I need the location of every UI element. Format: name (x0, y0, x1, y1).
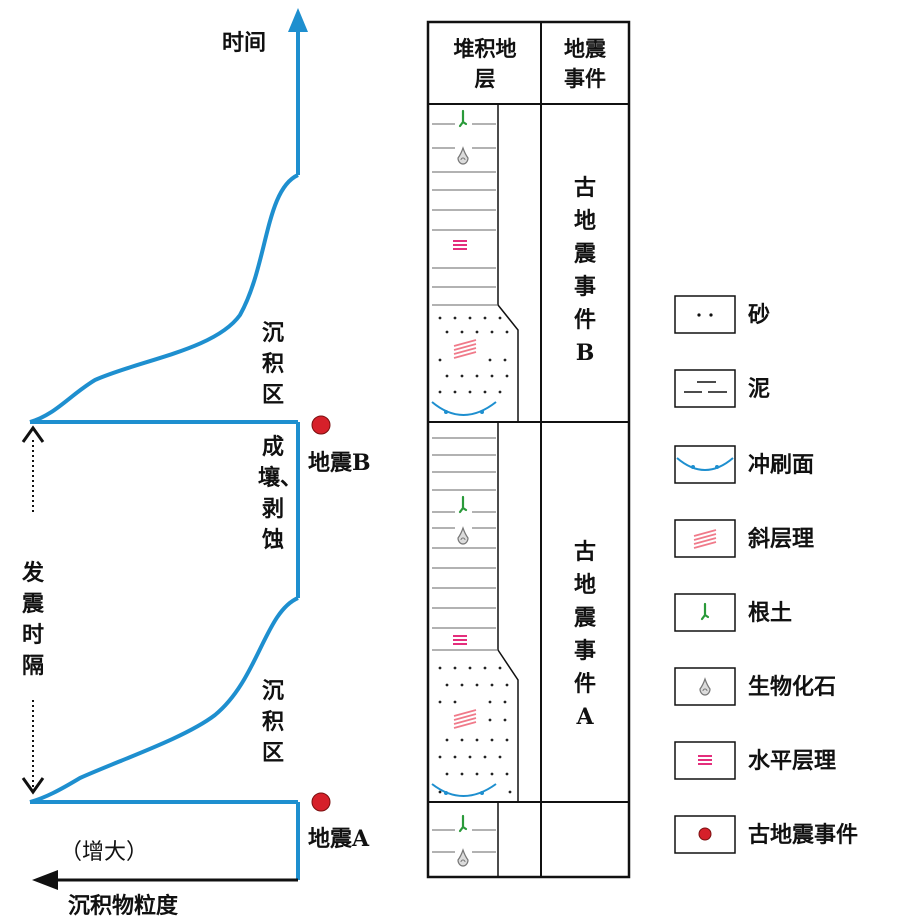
horizontal-bedding-symbol (452, 240, 468, 250)
legend-boxes (674, 295, 736, 854)
root-symbol (458, 814, 468, 833)
root-symbol (458, 495, 468, 514)
root-symbol (458, 109, 468, 128)
legend-label-paleo-earthquake: 古地震事件 (748, 822, 859, 848)
events-header: 地震事件 (564, 36, 606, 91)
strat-column (426, 20, 631, 879)
scour-surface-symbol (431, 401, 497, 416)
grain-size-arrow-head (32, 870, 58, 890)
unit-a-strata (431, 422, 519, 802)
earthquake-b-label: 地震B (308, 450, 371, 476)
event-a-label: 古地震事件A (573, 539, 596, 730)
deposition-zone-upper-label: 沉积区 (261, 320, 284, 408)
fossil-symbol (457, 849, 469, 867)
deposition-curve-upper (29, 173, 299, 424)
cross-bedding-symbol (453, 339, 477, 359)
legend-label-scour: 冲刷面 (748, 452, 815, 478)
time-label: 时间 (222, 30, 267, 56)
cross-bedding-symbol (453, 709, 477, 729)
earthquake-a-marker (311, 792, 331, 812)
mud-icon (684, 381, 727, 393)
grain-size-label: 沉积物粒度 (68, 893, 179, 919)
legend-label-fossil: 生物化石 (748, 674, 837, 700)
time-arrow-head (288, 8, 308, 32)
legend-label-mud: 泥 (748, 376, 771, 402)
sand-icon (697, 313, 713, 317)
horizontal-bedding-symbol (452, 635, 468, 645)
legend-label-root-soil: 根土 (748, 600, 793, 626)
time-axis (288, 8, 308, 175)
legend-label-sand: 砂 (748, 302, 771, 328)
fossil-symbol (457, 147, 469, 165)
deposition-curve-lower (29, 596, 299, 804)
strata-header: 堆积地层 (453, 36, 517, 91)
paleo-earthquake-icon (698, 827, 712, 841)
erosion-label: 成壤、剥蚀 (258, 434, 303, 553)
legend-label-cross-bedding: 斜层理 (748, 526, 815, 552)
legend-label-horizontal-bedding: 水平层理 (748, 748, 837, 774)
fossil-symbol (457, 527, 469, 545)
grain-size-axis (32, 870, 298, 890)
interval-arrow (21, 425, 45, 795)
unit-b-strata (431, 104, 519, 422)
event-b-label: 古地震事件B (573, 175, 596, 366)
earthquake-b-marker (311, 415, 331, 435)
deposition-zone-lower-label: 沉积区 (261, 678, 284, 766)
base-strata (432, 802, 499, 877)
earthquake-a-label: 地震A (308, 826, 370, 852)
interval-label: 发震时隔 (21, 560, 44, 679)
increase-label: （增大） (60, 840, 149, 865)
scour-surface-symbol (431, 783, 497, 797)
scour-surface-icon (676, 457, 734, 471)
